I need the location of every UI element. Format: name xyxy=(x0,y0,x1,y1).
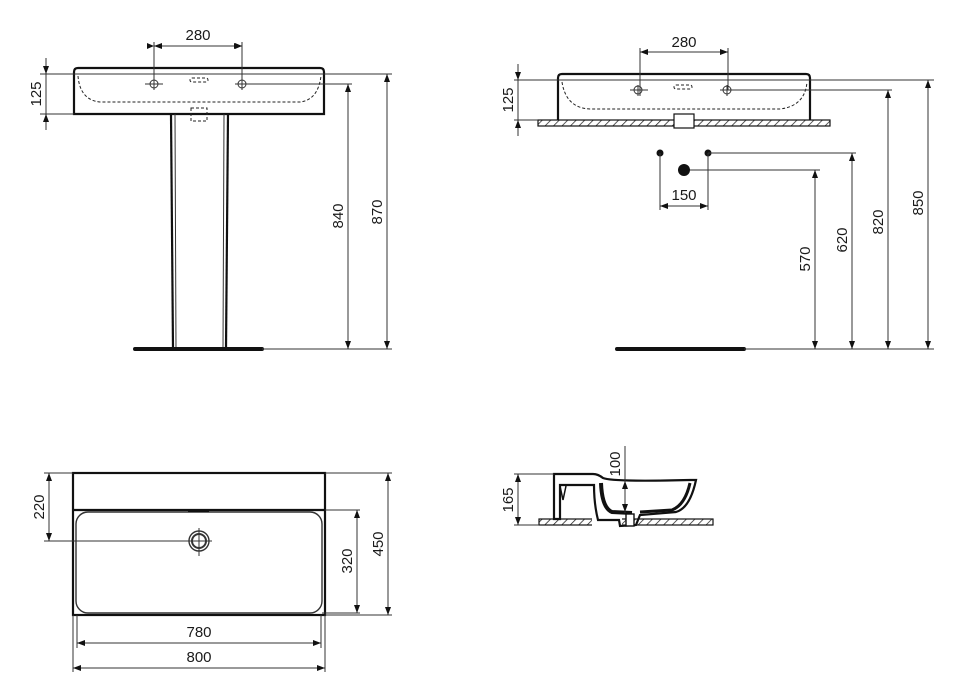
dim-overflow-height: 820 xyxy=(870,209,887,234)
waste-point-icon xyxy=(678,164,690,176)
basin-outline xyxy=(72,66,326,116)
dim-overflow-height: 840 xyxy=(330,203,347,228)
waste-drain-icon xyxy=(188,528,210,556)
plan-view: 220 320 450 780 800 xyxy=(31,471,392,672)
dim-supply-height: 620 xyxy=(834,227,851,252)
dim-total-depth: 450 xyxy=(370,531,387,556)
dim-basin-height: 125 xyxy=(28,81,45,106)
dim-top-height: 850 xyxy=(910,190,927,215)
dim-bowl-depth: 100 xyxy=(607,451,624,476)
dim-supply-spacing: 150 xyxy=(671,187,696,204)
dim-bowl-width: 780 xyxy=(186,624,211,641)
basin-section xyxy=(552,472,698,528)
side-section-view: 165 100 xyxy=(500,446,714,528)
tap-hole-left-icon xyxy=(630,85,648,96)
dim-tap-spacing: 280 xyxy=(185,27,210,44)
dim-height: 165 xyxy=(500,487,517,512)
dim-top-height: 870 xyxy=(369,199,386,224)
basin-outline xyxy=(556,72,812,120)
dim-tap-spacing: 280 xyxy=(671,34,696,51)
dim-total-width: 800 xyxy=(186,649,211,666)
basin-plan-outline xyxy=(71,471,327,617)
dim-waste-from-wall: 220 xyxy=(31,494,48,519)
dim-waste-height: 570 xyxy=(797,246,814,271)
front-wall-view: 280 125 150 570 620 820 xyxy=(500,34,934,351)
front-pedestal-view: 280 125 840 870 xyxy=(28,27,392,351)
dim-basin-height: 125 xyxy=(500,87,517,112)
dim-bowl-depth: 320 xyxy=(339,548,356,573)
